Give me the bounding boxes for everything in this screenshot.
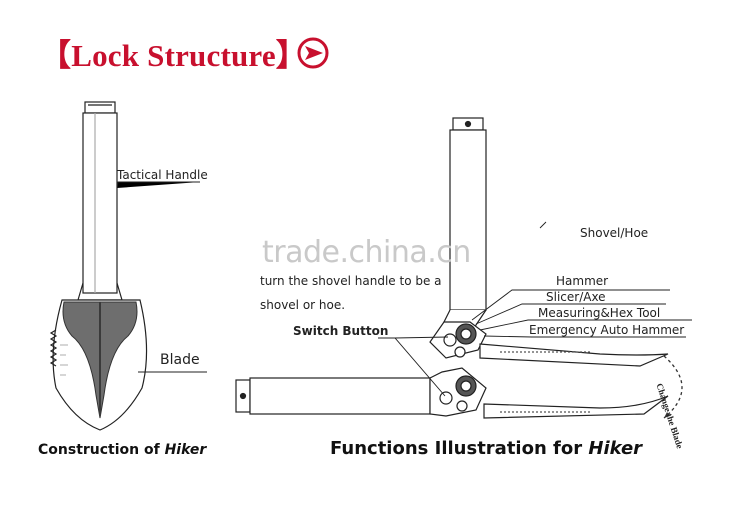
label-tool-emergency-hammer: Emergency Auto Hammer <box>529 323 685 337</box>
label-tool-shovel-hoe: Shovel/Hoe <box>580 226 649 240</box>
page-title: 【Lock Structure】 <box>40 38 307 73</box>
watermark-text: trade.china.cn <box>262 235 471 270</box>
description-line-1: turn the shovel handle to be a <box>260 274 442 288</box>
label-blade: Blade <box>160 352 200 368</box>
left-caption: Construction of Hiker <box>38 442 206 458</box>
description-line-2: shovel or hoe. <box>260 298 346 312</box>
left-caption-name: Hiker <box>164 442 207 458</box>
right-caption-name: Hiker <box>588 438 643 459</box>
left-caption-prefix: Construction of <box>38 442 165 458</box>
label-switch-button: Switch Button <box>293 324 389 338</box>
right-caption: Functions Illustration for Hiker <box>330 438 642 459</box>
right-caption-prefix: Functions Illustration for <box>330 438 589 459</box>
change-blade-arrow <box>663 355 683 419</box>
play-circle-icon <box>297 37 329 69</box>
label-tool-hammer: Hammer <box>556 274 609 288</box>
label-tactical-handle: Tactical Handle <box>117 168 208 182</box>
lower-tool-drawing <box>235 367 669 419</box>
label-tool-slicer-axe: Slicer/Axe <box>546 290 606 304</box>
upper-tool-drawing <box>429 117 669 367</box>
label-tool-measuring-hex: Measuring&Hex Tool <box>538 306 661 320</box>
